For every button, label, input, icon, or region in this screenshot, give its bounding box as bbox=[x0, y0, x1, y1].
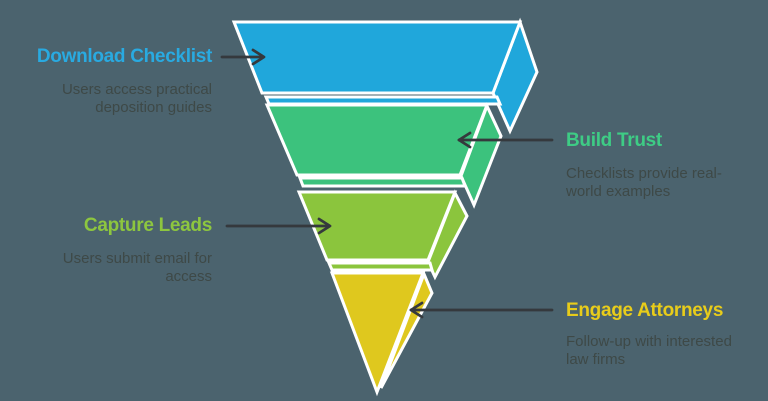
funnel-stage-3-bottom-lip bbox=[326, 261, 434, 272]
funnel-stage-2-shape bbox=[264, 102, 503, 209]
funnel-stage-1-front-face bbox=[231, 20, 523, 95]
funnel-stage-3-shape bbox=[296, 189, 469, 281]
stage-2-arrow-icon bbox=[457, 131, 554, 149]
stage-2-desc-line-1: Checklists provide real- bbox=[566, 165, 722, 182]
stage-3-title: Capture Leads bbox=[83, 215, 212, 236]
stage-1-desc-line-2: deposition guides bbox=[95, 99, 212, 116]
funnel-stage-1-bottom-lip bbox=[263, 95, 503, 106]
stage-1-desc-line-1: Users access practical bbox=[61, 81, 212, 98]
funnel-stage-2-front-face bbox=[264, 103, 490, 177]
stage-2-label: Build Trust Checklists provide real- wor… bbox=[566, 128, 722, 201]
funnel-stage-1-shape bbox=[231, 17, 539, 135]
stage-4-description: Follow-up with interested law firms bbox=[566, 333, 732, 369]
stage-4-label: Engage Attorneys Follow-up with interest… bbox=[566, 298, 732, 369]
stage-2-description: Checklists provide real- world examples bbox=[566, 165, 722, 201]
stage-1-arrow-icon bbox=[220, 48, 266, 66]
funnel-stage-4-side-face bbox=[379, 269, 434, 389]
funnel-shape bbox=[231, 17, 539, 397]
stage-3-label: Capture Leads Users submit email for acc… bbox=[63, 213, 213, 286]
funnel-stage-2-bottom-lip bbox=[297, 176, 468, 188]
funnel-stage-3-front-face bbox=[296, 190, 458, 262]
stage-4-title: Engage Attorneys bbox=[566, 300, 724, 321]
stage-2-title: Build Trust bbox=[566, 130, 662, 151]
stage-3-desc-line-1: Users submit email for bbox=[62, 250, 212, 267]
stage-4-desc-line-2: law firms bbox=[566, 351, 626, 368]
stage-3-arrow-icon bbox=[225, 217, 332, 235]
stage-1-description: Users access practical deposition guides bbox=[37, 81, 212, 117]
stage-4-arrow-icon bbox=[409, 301, 554, 319]
stage-4-desc-line-1: Follow-up with interested bbox=[566, 333, 732, 350]
connector-arrows bbox=[220, 48, 554, 319]
stage-2-desc-line-2: world examples bbox=[566, 183, 671, 200]
stage-1-title: Download Checklist bbox=[36, 46, 212, 67]
stage-3-description: Users submit email for access bbox=[63, 250, 212, 286]
stage-3-desc-line-2: access bbox=[165, 268, 212, 285]
stage-1-label: Download Checklist Users access practica… bbox=[37, 44, 212, 117]
funnel-stage-4-front-face bbox=[329, 271, 426, 397]
funnel-stage-4-shape bbox=[329, 269, 434, 397]
